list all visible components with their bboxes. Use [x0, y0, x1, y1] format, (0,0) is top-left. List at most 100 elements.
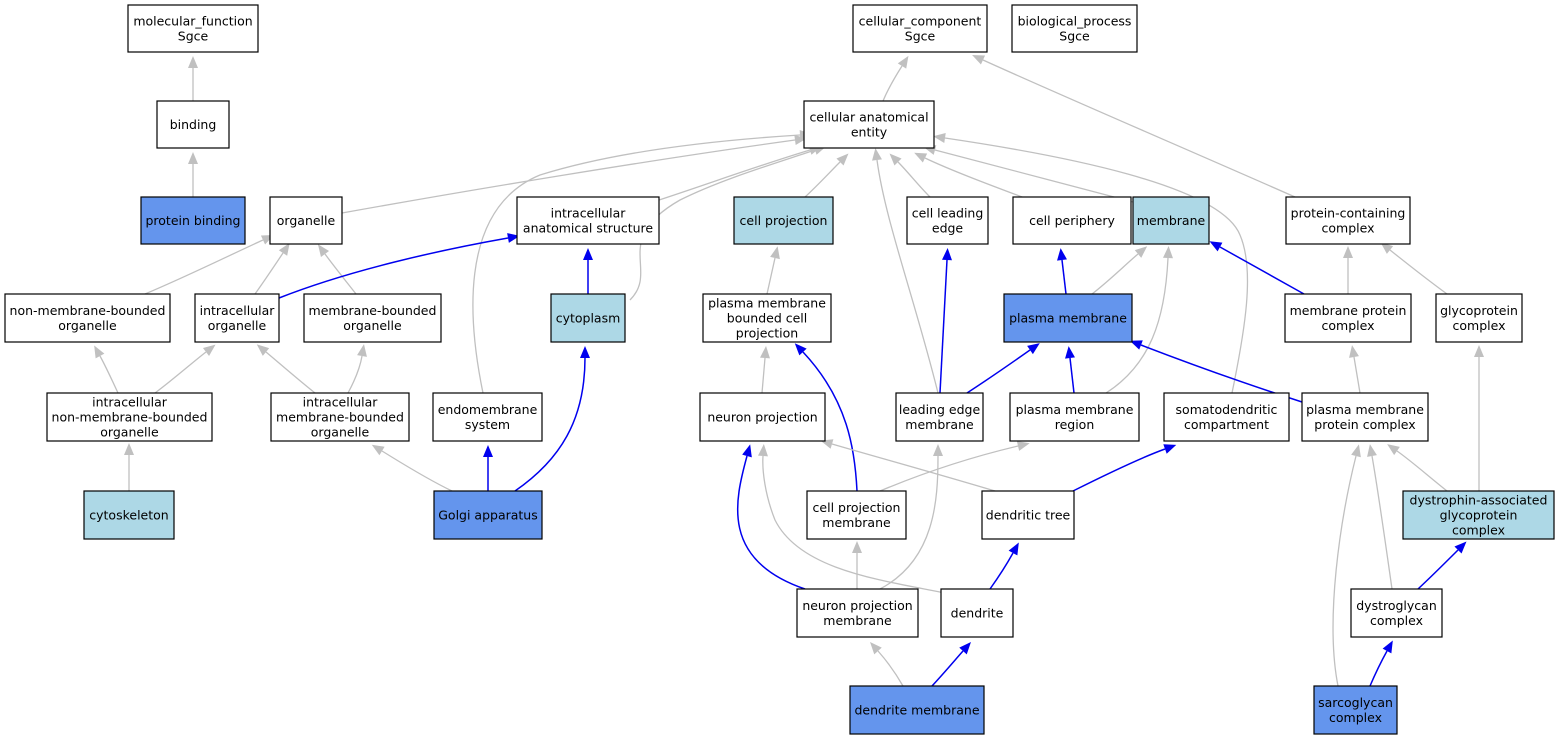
node-label-line: plasma membrane	[1016, 402, 1134, 417]
node-binding[interactable]: binding	[156, 100, 230, 149]
arrowhead-dendritic_tree-to-somatodendritic_compartment	[1163, 444, 1177, 454]
node-label-line: compartment	[1184, 417, 1269, 432]
arrowhead-plasma_membrane_protein_complex-to-plasma_membrane	[1129, 340, 1143, 350]
node-box	[796, 588, 919, 638]
node-box	[852, 4, 988, 53]
arrowhead-protein_containing_complex-to-cellular_component	[972, 55, 986, 65]
arrowhead-neuron_projection_membrane-to-leading_edge_membrane	[933, 444, 943, 456]
node-label-line: membrane	[1137, 213, 1206, 228]
arrowhead-membrane_protein_complex-to-membrane	[1209, 241, 1223, 252]
arrowhead-plasma_membrane-to-membrane	[1134, 246, 1148, 258]
node-box	[906, 196, 989, 245]
node-box	[1313, 685, 1398, 735]
arrowhead-intracellular_non_membrane_bounded_organelle-to-intracellular_organelle	[202, 344, 216, 356]
node-label-line: intracellular	[303, 395, 379, 410]
node-label-line: binding	[170, 117, 217, 132]
node-box	[433, 490, 543, 540]
edge-non_membrane_bounded_organelle-to-organelle	[144, 239, 264, 295]
edge-membrane_protein_complex-to-membrane	[1219, 246, 1305, 295]
edge-plasma_membrane_region-to-plasma_membrane	[1069, 357, 1075, 394]
node-box	[1009, 392, 1140, 442]
node-label-line: cell periphery	[1029, 213, 1115, 228]
node-label-line: cell projection	[813, 500, 901, 515]
node-label-line: membrane	[905, 417, 974, 432]
node-box	[269, 196, 343, 245]
node-cytoskeleton[interactable]: cytoskeleton	[83, 490, 175, 540]
node-golgi-apparatus[interactable]: Golgi apparatus	[433, 490, 543, 540]
node-neuron-projection[interactable]: neuron projection	[699, 392, 826, 442]
node-label-line: membrane-bounded	[276, 410, 404, 425]
node-cytoplasm[interactable]: cytoplasm	[550, 293, 626, 343]
node-box	[4, 293, 171, 343]
edge-membrane_bounded_organelle-to-organelle	[324, 253, 357, 295]
node-box	[1301, 392, 1429, 442]
node-box	[803, 100, 935, 149]
node-label-line: complex	[1370, 613, 1423, 628]
node-box	[699, 392, 826, 442]
edge-leading_edge_membrane-to-cellular_anatomical_entity	[876, 159, 939, 394]
arrowhead-dendrite-to-neuron_projection	[758, 444, 768, 457]
node-label-line: protein binding	[145, 213, 240, 228]
edge-plasma_membrane_protein_complex-to-membrane_protein_complex	[1353, 356, 1361, 394]
node-membrane[interactable]: membrane	[1132, 196, 1210, 245]
arrowhead-plasma_membrane_bounded_cell_projection-to-cell_projection	[770, 246, 780, 260]
node-intracellular-non-membrane-bounded-organelle[interactable]: intracellularnon-membrane-boundedorganel…	[46, 392, 213, 442]
edge-organelle-to-cellular_anatomical_entity	[341, 139, 796, 214]
node-plasma-membrane[interactable]: plasma membrane	[1003, 293, 1133, 343]
node-label-line: complex	[1329, 710, 1382, 725]
edge-cell_projection_membrane-to-plasma_membrane_region	[879, 445, 1019, 492]
node-label-line: leading edge	[899, 402, 981, 417]
node-dendrite-membrane[interactable]: dendrite membrane	[849, 685, 985, 735]
node-dendrite[interactable]: dendrite	[940, 588, 1014, 638]
node-cell-periphery[interactable]: cell periphery	[1012, 196, 1132, 245]
edge-neuron_projection-to-plasma_membrane_bounded_cell_projection	[761, 357, 766, 394]
edge-neuron_projection_membrane-to-neuron_projection	[737, 455, 806, 590]
node-protein-binding[interactable]: protein binding	[140, 196, 246, 245]
arrowhead-intracellular_membrane_bounded_organelle-to-intracellular_organelle	[256, 344, 270, 356]
node-dendritic-tree[interactable]: dendritic tree	[981, 490, 1075, 540]
node-cell-projection[interactable]: cell projection	[733, 196, 834, 245]
node-box	[1163, 392, 1290, 442]
edge-dendrite-to-neuron_projection	[762, 455, 946, 594]
edge-dystroglycan_complex-to-dystrophin_associated_glycoprotein_complex	[1417, 549, 1459, 590]
node-label-line: cellular anatomical	[809, 110, 928, 125]
arrowhead-cell_projection_membrane-to-plasma_membrane_bounded_cell_projection	[794, 343, 807, 356]
arrowhead-membrane_protein_complex-to-protein_containing_complex	[1343, 246, 1353, 258]
arrowhead-dendrite_membrane-to-neuron_projection_membrane	[870, 642, 882, 655]
arrowhead-cytoplasm-to-intracellular_anatomical_structure	[583, 248, 593, 260]
arrowhead-dystrophin_associated_glycoprotein_complex-to-glycoprotein_complex	[1474, 345, 1484, 357]
node-organelle[interactable]: organelle	[269, 196, 343, 245]
node-label-line: complex	[1322, 221, 1375, 236]
node-label-line: bounded cell	[727, 311, 807, 326]
node-label-line: intracellular	[92, 395, 168, 410]
node-label-line: neuron projection	[802, 598, 912, 613]
node-label-line: intracellular	[200, 303, 276, 318]
node-label-line: edge	[932, 221, 964, 236]
node-label-line: intracellular	[551, 206, 627, 221]
arrowhead-dystroglycan_complex-to-plasma_membrane_protein_complex	[1367, 444, 1377, 457]
